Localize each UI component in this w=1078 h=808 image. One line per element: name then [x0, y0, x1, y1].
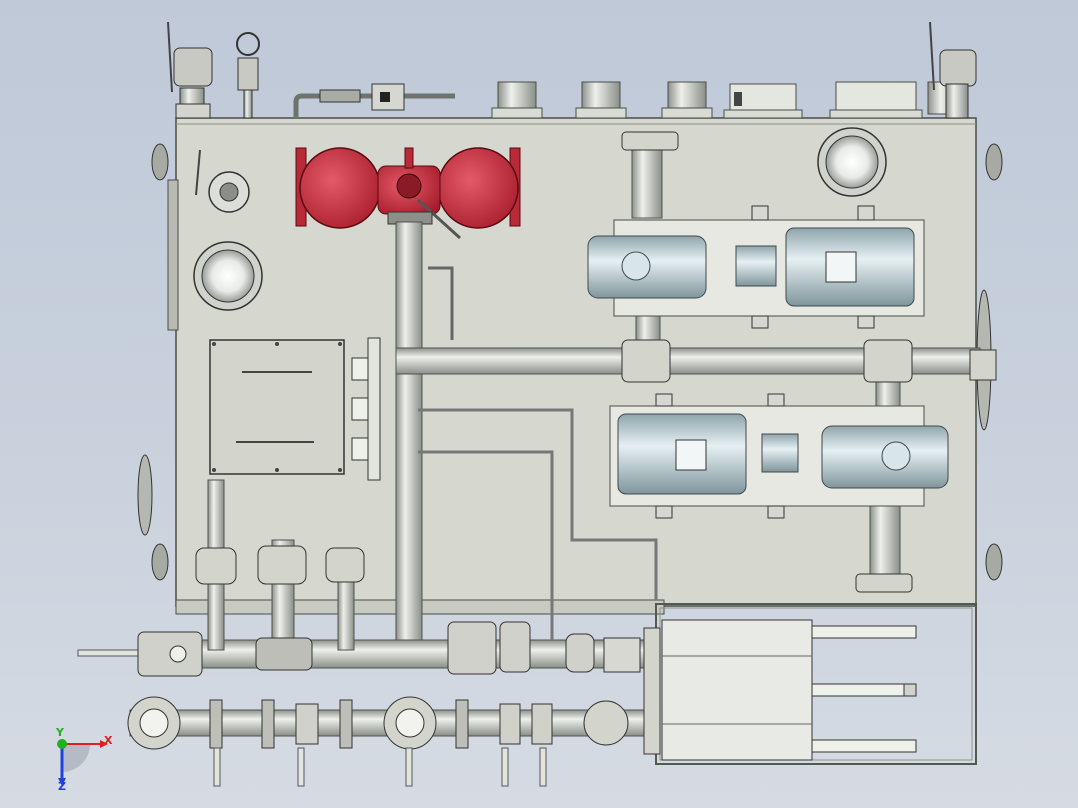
inspection-cover[interactable]	[209, 339, 345, 475]
duplex-filter-red[interactable]	[295, 147, 521, 240]
x-axis-label: X	[104, 734, 113, 747]
z-axis-label: Z	[58, 780, 66, 793]
top-instrument-line	[293, 83, 455, 118]
sight-glass-right[interactable]	[817, 127, 887, 197]
cable-glands	[351, 337, 381, 481]
manifold-flanges	[127, 696, 629, 787]
pipe-flanges	[195, 131, 997, 593]
y-axis-label: Y	[56, 726, 64, 739]
pump-set-lower[interactable]	[609, 393, 949, 519]
bottom-valves[interactable]	[137, 621, 641, 677]
top-left-valve[interactable]	[167, 21, 260, 119]
sight-glass-left[interactable]	[193, 241, 263, 311]
pump-set-upper[interactable]	[587, 205, 925, 329]
pressure-gauge[interactable]	[195, 149, 250, 213]
heat-exchanger-frame[interactable]	[643, 603, 977, 765]
top-right-valve[interactable]	[929, 21, 977, 119]
top-nozzles	[491, 81, 965, 119]
